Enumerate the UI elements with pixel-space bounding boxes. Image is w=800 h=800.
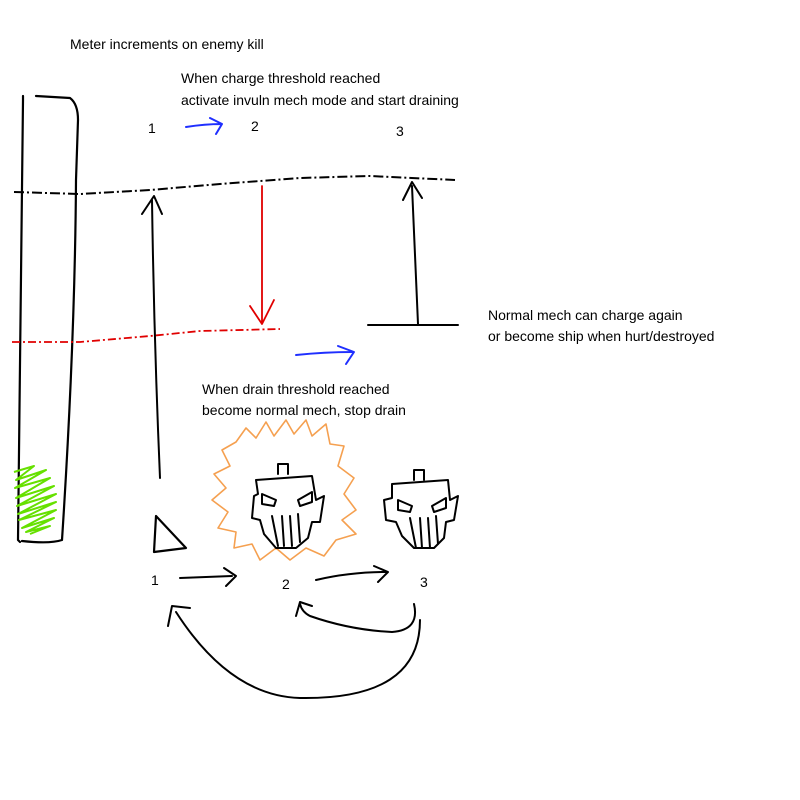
bottom-arrow-2-3 <box>315 565 389 583</box>
charge-up-arrow <box>141 195 163 479</box>
bottom-arrow-1-2 <box>179 567 237 587</box>
bottom-state-3: 3 <box>420 574 428 590</box>
invuln-aura <box>211 419 357 561</box>
top-state-2: 2 <box>251 118 259 134</box>
top-state-1: 1 <box>148 120 156 136</box>
normal-mech-icon <box>383 469 459 549</box>
invuln-mech-icon <box>251 463 325 549</box>
bottom-state-2: 2 <box>282 576 290 592</box>
drain-note-line2: become normal mech, stop drain <box>202 402 406 418</box>
meter-bar <box>16 94 80 544</box>
charge-note-line1: When charge threshold reached <box>181 70 381 86</box>
charge-threshold-line <box>13 174 456 196</box>
return-arrow-3-1 <box>167 605 421 700</box>
drain-down-arrow <box>249 185 275 325</box>
charge-note-line2: activate invuln mech mode and start drai… <box>181 92 459 108</box>
drain-note-line1: When drain threshold reached <box>202 381 390 397</box>
meter-fill <box>13 465 57 535</box>
normal-mech-note-line2: or become ship when hurt/destroyed <box>488 328 715 344</box>
recharge-up-arrow <box>367 181 459 326</box>
normal-mech-note-line1: Normal mech can charge again <box>488 307 683 323</box>
bottom-state-1: 1 <box>151 572 159 588</box>
top-state-3: 3 <box>396 123 404 139</box>
ship-icon <box>152 514 188 554</box>
return-arrow-3-2 <box>295 601 416 633</box>
transition-arrow-1-2 <box>185 117 223 135</box>
meter-note: Meter increments on enemy kill <box>70 36 264 52</box>
drain-threshold-line <box>12 328 281 343</box>
transition-arrow-2-3 <box>295 345 355 365</box>
